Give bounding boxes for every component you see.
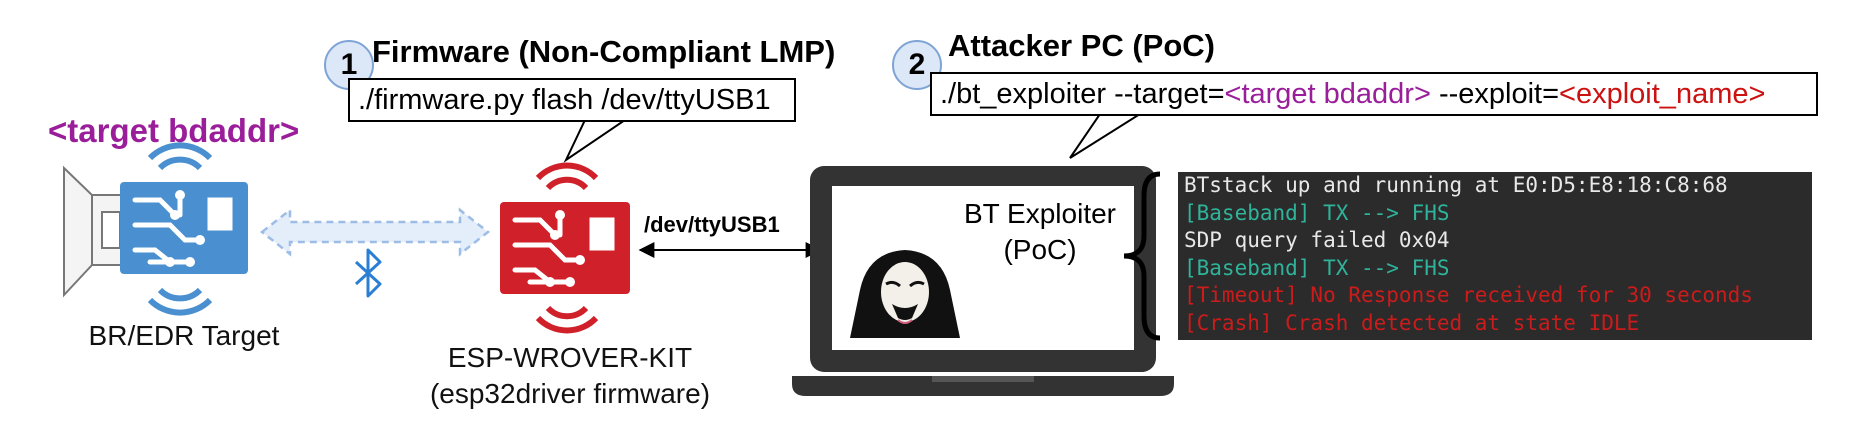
step-2-title: Attacker PC (PoC) (948, 28, 1215, 63)
speaker-icon (63, 165, 123, 298)
terminal-line: SDP query failed 0x04 (1184, 228, 1450, 253)
serial-link-label: /dev/ttyUSB1 (644, 212, 780, 237)
bluetooth-link-arrow (259, 207, 491, 257)
target-board-icon (120, 142, 248, 316)
step-2-command-target: <target bdaddr> (1224, 78, 1431, 110)
terminal-output: BTstack up and running at E0:D5:E8:18:C8… (1178, 172, 1812, 340)
callout-pointer-1 (563, 119, 629, 163)
terminal-line: [Baseband] TX --> FHS (1184, 200, 1450, 225)
terminal-line: [Baseband] TX --> FHS (1184, 255, 1450, 280)
step-1-title: Firmware (Non-Compliant LMP) (372, 34, 836, 69)
esp-caption-line1: ESP-WROVER-KIT (447, 342, 693, 373)
callout-pointer-2 (1069, 113, 1144, 159)
step-2-command-exploit: <exploit_name> (1559, 78, 1766, 110)
laptop-screen-line1: BT Exploiter (964, 198, 1116, 229)
esp-caption-line2: (esp32driver firmware) (429, 378, 711, 409)
esp-board-icon (500, 162, 630, 334)
bluetooth-icon (354, 248, 382, 298)
step-2-command-mid: --exploit= (1430, 78, 1560, 110)
step-1-command: ./firmware.py flash /dev/ttyUSB1 (358, 84, 771, 116)
target-caption: BR/EDR Target (88, 320, 280, 351)
step-1-command-box: ./firmware.py flash /dev/ttyUSB1 (348, 78, 796, 122)
terminal-line: BTstack up and running at E0:D5:E8:18:C8… (1184, 173, 1728, 197)
step-2-command-prefix: ./bt_exploiter --target= (940, 78, 1225, 110)
target-bdaddr-label: <target bdaddr> (48, 112, 300, 149)
laptop-screen-line2: (PoC) (1003, 234, 1077, 265)
step-2-badge: 2 (892, 40, 942, 90)
curly-brace (1123, 171, 1161, 341)
step-2-command-box: ./bt_exploiter --target=<target bdaddr> … (930, 72, 1818, 116)
hacker-icon (850, 250, 960, 338)
terminal-line: [Crash] Crash detected at state IDLE (1184, 310, 1640, 335)
terminal-line: [Timeout] No Response received for 30 se… (1184, 283, 1753, 308)
